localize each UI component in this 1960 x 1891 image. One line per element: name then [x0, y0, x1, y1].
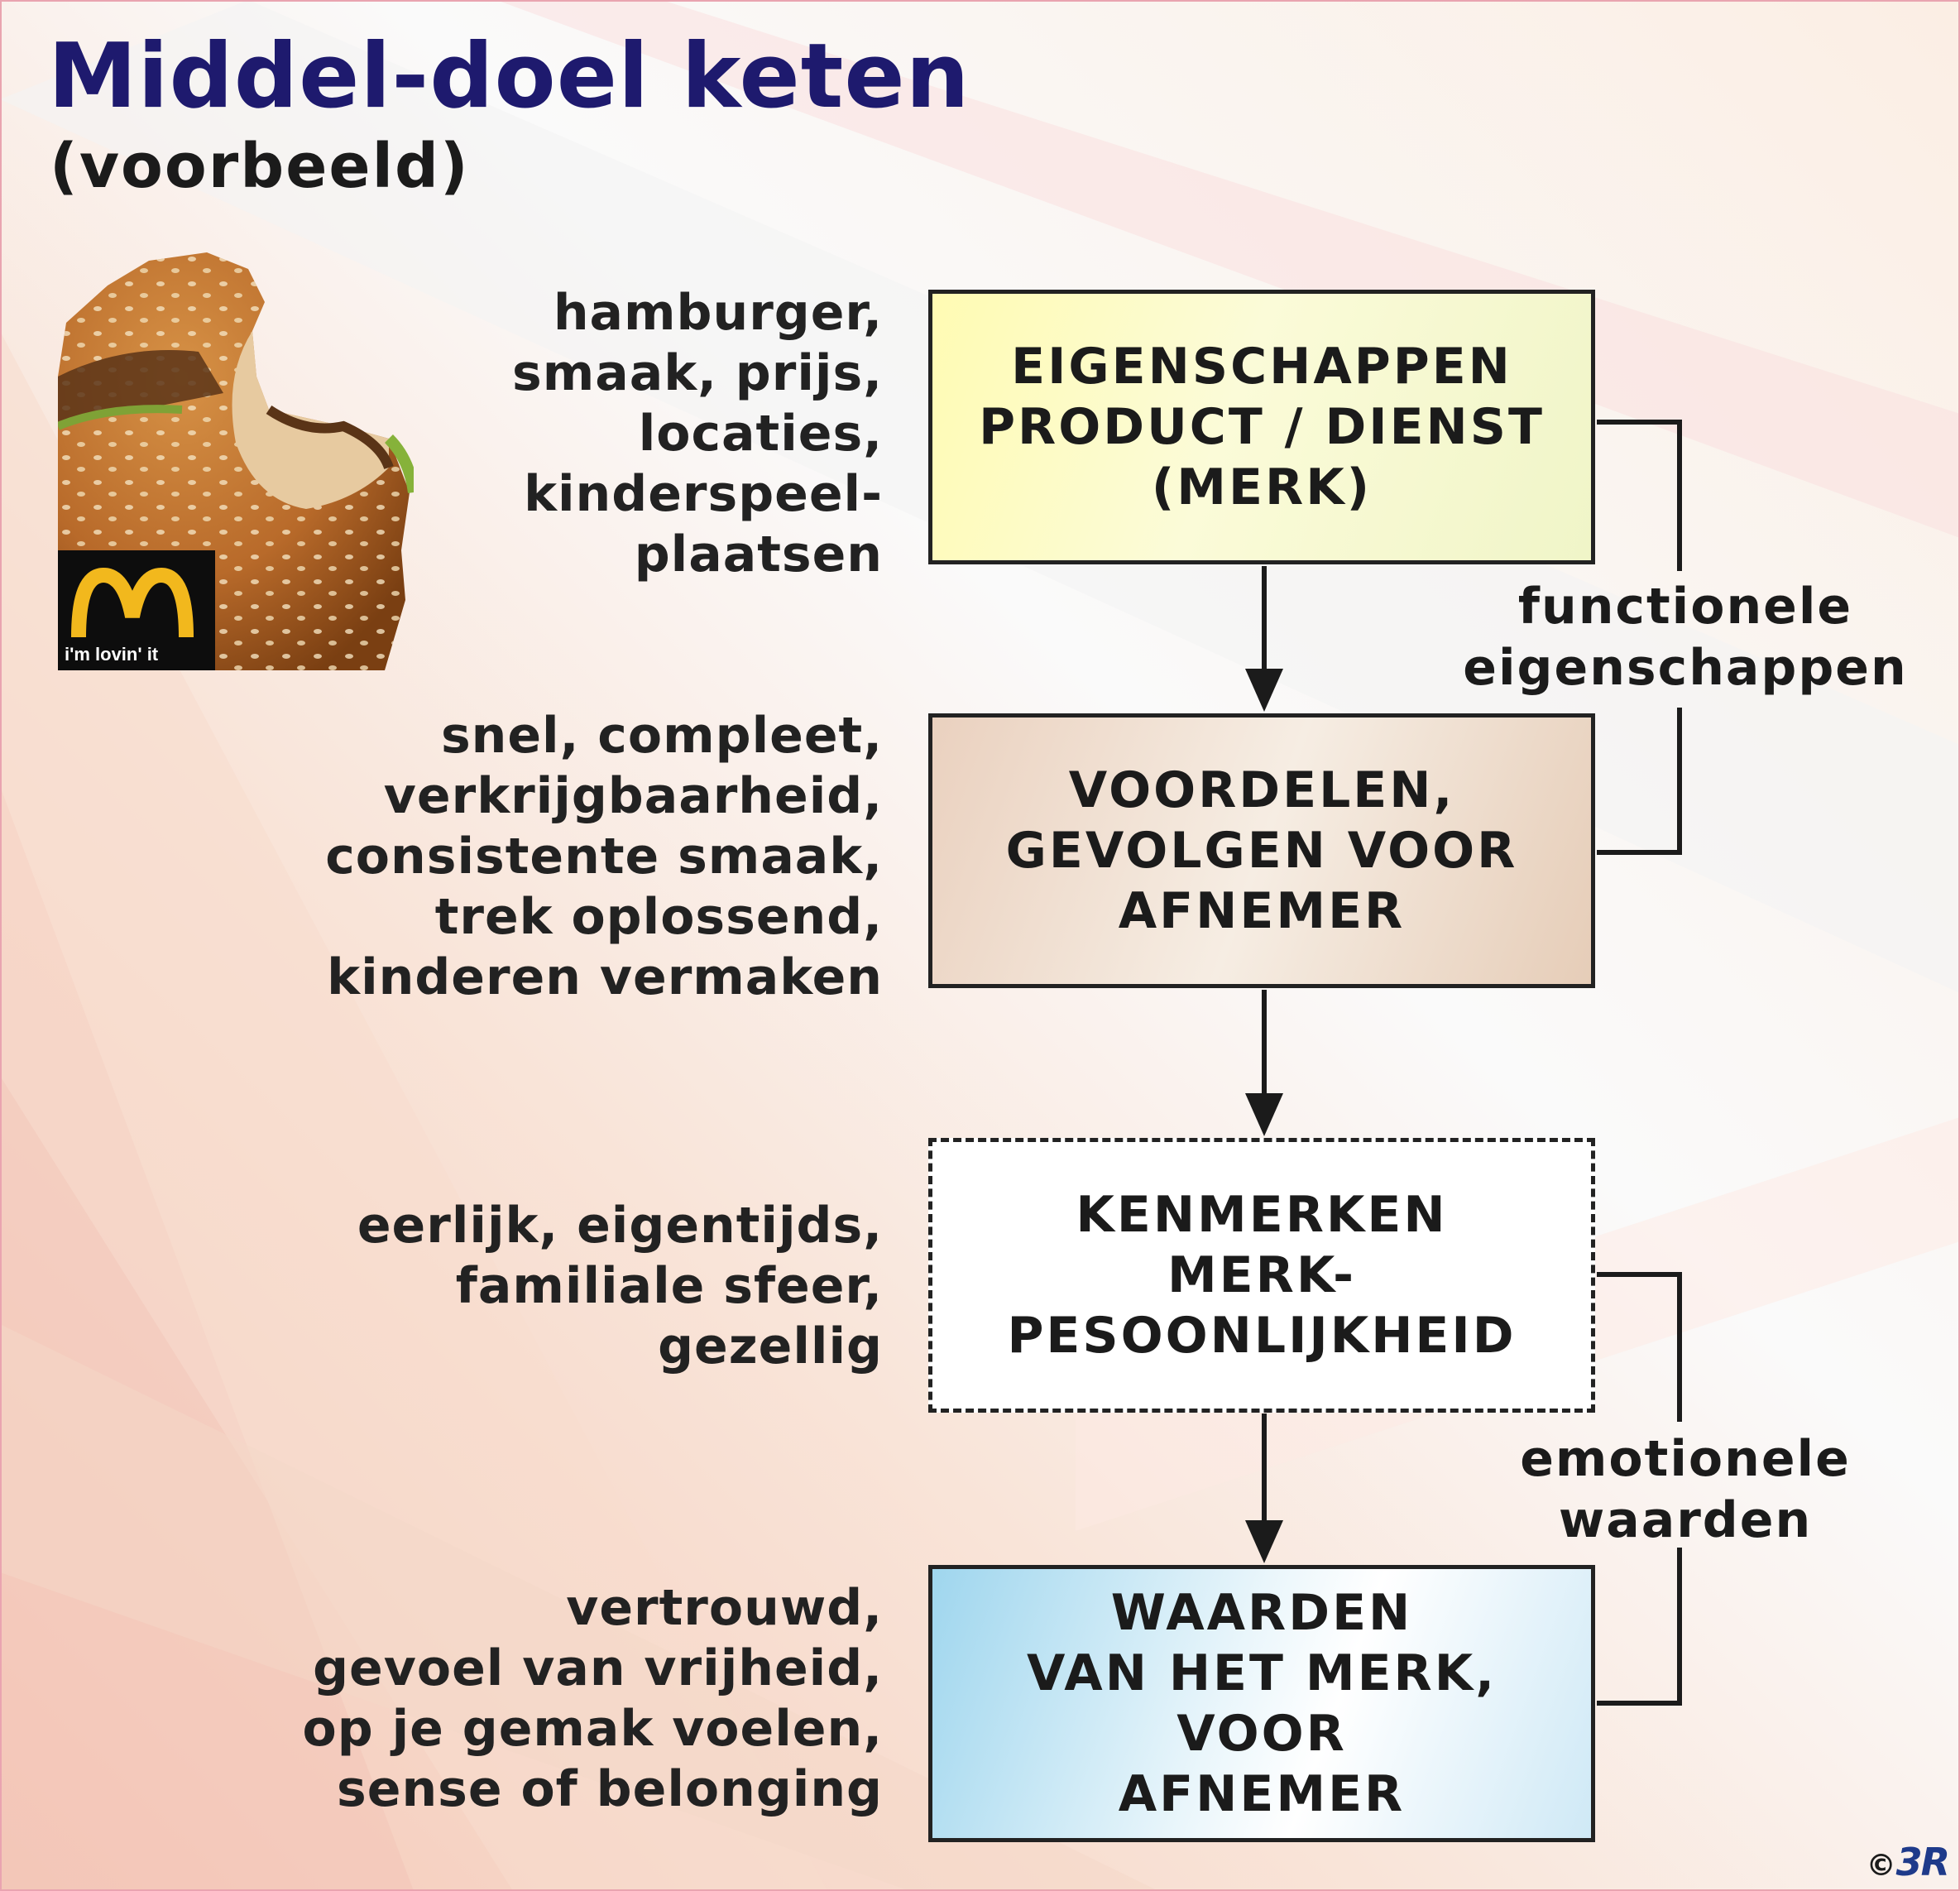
example-line: kinderen vermaken	[327, 948, 883, 1006]
box-consumer-benefits: VOORDELEN, GEVOLGEN VOOR AFNEMER	[928, 713, 1595, 988]
example-line: gevoel van vrijheid,	[313, 1639, 883, 1697]
examples-personality: eerlijk, eigentijds, familiale sfeer, ge…	[357, 1196, 883, 1377]
box-brand-personality: KENMERKEN MERK- PESOONLIJKHEID	[928, 1138, 1595, 1413]
examples-values: vertrouwd, gevoel van vrijheid, op je ge…	[303, 1578, 883, 1820]
box-line: VAN HET MERK,	[1026, 1644, 1498, 1702]
example-line: verkrijgbaarheid,	[383, 767, 883, 825]
box-line: WAARDEN	[1110, 1583, 1413, 1642]
page-title: Middel-doel keten	[48, 25, 970, 128]
box-line: AFNEMER	[1118, 1764, 1406, 1823]
group-label-line: functionele	[1517, 578, 1853, 636]
example-line: gezellig	[658, 1317, 883, 1375]
group-label-line: eigenschappen	[1463, 639, 1908, 697]
box-line: VOOR	[1176, 1704, 1347, 1763]
example-line: hamburger,	[553, 284, 883, 342]
example-line: sense of belonging	[337, 1760, 883, 1818]
example-line: trek oplossend,	[434, 888, 883, 946]
page-subtitle: (voorbeeld)	[50, 131, 470, 202]
box-line: EIGENSCHAPPEN	[1011, 337, 1512, 396]
example-line: vertrouwd,	[566, 1579, 883, 1637]
copyright-brand: 3R	[1895, 1840, 1950, 1884]
examples-benefits: snel, compleet, verkrijgbaarheid, consis…	[325, 706, 883, 1008]
example-line: locaties,	[638, 405, 883, 463]
example-line: smaak, prijs,	[512, 344, 883, 402]
box-line: PESOONLIJKHEID	[1007, 1306, 1517, 1365]
arrow-head	[1245, 1520, 1283, 1563]
group-label-line: waarden	[1558, 1491, 1813, 1549]
brand-logo: i'm lovin' it	[58, 550, 215, 670]
box-product-attributes: EIGENSCHAPPEN PRODUCT / DIENST (MERK)	[928, 290, 1595, 564]
example-line: eerlijk, eigentijds,	[357, 1197, 883, 1255]
box-line: (MERK)	[1151, 458, 1373, 516]
box-line: MERK-	[1167, 1245, 1357, 1304]
group-label-emotional: emotionele waarden	[1437, 1428, 1934, 1551]
box-line: VOORDELEN,	[1068, 761, 1455, 819]
box-line: AFNEMER	[1118, 881, 1406, 940]
box-line: KENMERKEN	[1076, 1185, 1448, 1244]
logo-tagline: i'm lovin' it	[65, 644, 159, 665]
arrow-head	[1245, 1093, 1283, 1136]
copyright-symbol: ©	[1866, 1849, 1896, 1883]
arrow-head	[1245, 669, 1283, 712]
example-line: op je gemak voelen,	[302, 1700, 883, 1758]
box-line: PRODUCT / DIENST	[979, 397, 1545, 456]
box-brand-values: WAARDEN VAN HET MERK, VOOR AFNEMER	[928, 1565, 1595, 1842]
copyright-mark: ©3R	[1866, 1840, 1950, 1884]
example-line: consistente smaak,	[325, 828, 883, 886]
golden-arches-icon	[71, 567, 194, 638]
group-label-line: emotionele	[1520, 1430, 1851, 1488]
examples-attributes: hamburger, smaak, prijs, locaties, kinde…	[512, 283, 883, 585]
example-line: familiale sfeer,	[455, 1257, 883, 1315]
example-line: plaatsen	[634, 526, 883, 583]
group-label-functional: functionele eigenschappen	[1437, 576, 1934, 698]
example-line: kinderspeel-	[524, 465, 883, 523]
example-line: snel, compleet,	[440, 707, 883, 765]
box-line: GEVOLGEN VOOR	[1005, 821, 1518, 880]
